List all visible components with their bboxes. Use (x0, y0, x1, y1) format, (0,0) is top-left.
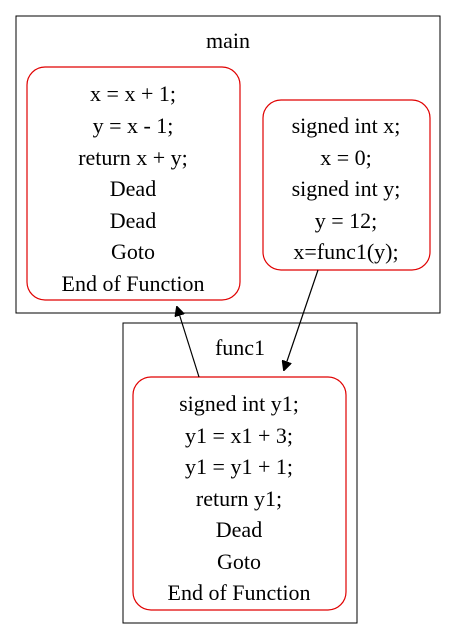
node-line: y1 = y1 + 1; (185, 454, 293, 479)
node-main-body[interactable]: x = x + 1; y = x - 1; return x + y; Dead… (26, 66, 241, 301)
node-line: y = x - 1; (93, 113, 174, 138)
node-line: y1 = x1 + 3; (185, 423, 293, 448)
node-line: Dead (110, 176, 156, 201)
cluster-func1: func1 (122, 322, 358, 624)
node-line: return x + y; (78, 145, 188, 170)
node-main-decl-box (262, 99, 431, 271)
node-line: signed int y1; (179, 391, 299, 416)
node-line: signed int y; (292, 176, 401, 201)
edge-func1-to-main-body (177, 307, 200, 378)
cluster-main-border (15, 15, 441, 314)
node-line: return y1; (196, 486, 282, 511)
node-line: y = 12; (315, 208, 378, 233)
node-line: x = 0; (320, 145, 372, 170)
node-func1-body[interactable]: signed int y1; y1 = x1 + 3; y1 = y1 + 1;… (132, 376, 347, 611)
node-main-decl[interactable]: signed int x; x = 0; signed int y; y = 1… (262, 99, 431, 271)
node-main-body-box (26, 66, 241, 301)
node-line: Goto (111, 239, 155, 264)
edge-decl-to-func1 (284, 269, 319, 370)
node-line: x=func1(y); (293, 239, 398, 264)
node-line: signed int x; (292, 113, 401, 138)
node-func1-body-box (132, 376, 347, 611)
node-line: x = x + 1; (90, 81, 176, 106)
cluster-main-label: main (206, 28, 250, 53)
cluster-main: main (15, 15, 441, 314)
cluster-func1-border (122, 322, 358, 624)
node-line: End of Function (62, 271, 205, 296)
cluster-func1-label: func1 (215, 335, 265, 360)
node-line: Dead (216, 517, 262, 542)
node-line: Dead (110, 208, 156, 233)
node-line: Goto (217, 549, 261, 574)
node-line: End of Function (168, 580, 311, 605)
